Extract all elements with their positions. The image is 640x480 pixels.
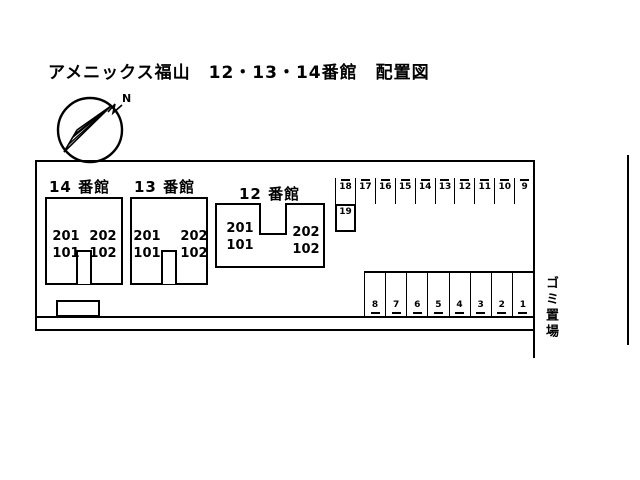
stall-tick — [455, 312, 465, 314]
parking-space: 13 — [434, 178, 455, 204]
road-line-lower — [35, 329, 535, 331]
room-number-lower: 102 — [180, 246, 208, 261]
north-arrow — [63, 105, 112, 153]
parking-space: 15 — [394, 178, 415, 204]
parking-space-number: 8 — [371, 300, 379, 310]
compass-drawing: N — [56, 92, 131, 164]
parking-space: 6 — [406, 273, 427, 317]
parking-space-number: 14 — [418, 182, 432, 192]
room-number-lower: 102 — [89, 246, 117, 261]
parking-space: 8 — [364, 273, 385, 317]
stall-tick — [480, 179, 490, 181]
stall-tick — [360, 179, 370, 181]
room-number-upper: 201 — [52, 229, 80, 244]
parking-space: 11 — [474, 178, 494, 204]
parking-space: 17 — [354, 178, 375, 204]
road-line-upper — [35, 316, 535, 318]
parking-space: 18 — [335, 178, 355, 204]
boundary-left — [35, 160, 37, 331]
stall-tick — [412, 312, 422, 314]
stall-tick — [440, 179, 450, 181]
north-pointer — [107, 103, 123, 116]
room-number-upper: 201 — [226, 221, 254, 236]
building-14-stairwell — [76, 250, 92, 284]
stall-tick — [380, 179, 390, 181]
room-number-lower: 101 — [226, 238, 254, 253]
building-14-unit-1: 201 101 — [49, 228, 83, 262]
stall-tick — [433, 312, 443, 314]
stall-tick — [400, 179, 410, 181]
page-title: アメニックス福山 12・13・14番館 配置図 — [48, 63, 430, 83]
building-12-label: 12 番館 — [239, 185, 301, 203]
parking-space-number: 5 — [435, 300, 442, 310]
parking-space-number: 6 — [414, 300, 421, 310]
parking-space: 16 — [374, 178, 395, 204]
road-right-edge — [627, 155, 629, 345]
stall-tick — [518, 312, 528, 314]
building-12-stairwell — [259, 203, 287, 235]
parking-space-number: 11 — [478, 182, 492, 192]
parking-space-number: 7 — [393, 300, 400, 310]
stall-tick — [520, 179, 530, 181]
room-number-upper: 201 — [133, 229, 161, 244]
stall-tick — [500, 179, 510, 181]
room-number-lower: 102 — [292, 242, 320, 257]
parking-row-bottom: 8 7 6 5 4 3 2 1 — [364, 271, 534, 317]
parking-space-number: 13 — [438, 182, 452, 192]
parking-space-number: 12 — [458, 182, 472, 192]
stall-tick — [476, 312, 486, 314]
parking-space-number: 2 — [498, 300, 505, 310]
boundary-top — [35, 160, 535, 162]
parking-space: 7 — [385, 273, 406, 317]
parking-space: 4 — [448, 273, 470, 317]
parking-row-top: 18 17 16 15 14 13 12 11 10 9 — [335, 178, 535, 204]
room-number-lower: 101 — [52, 246, 80, 261]
parking-space-number: 3 — [477, 300, 484, 310]
stall-tick — [340, 179, 350, 181]
room-number-lower: 101 — [133, 246, 161, 261]
garbage-area-label: ゴミ置場 — [543, 276, 558, 340]
building-13-unit-2: 202 102 — [177, 228, 211, 262]
parking-space-number: 18 — [339, 182, 352, 192]
parking-space-number: 9 — [521, 182, 528, 192]
compass-circle — [56, 96, 124, 164]
north-label: N — [122, 92, 131, 105]
stall-tick — [460, 179, 470, 181]
building-13-stairwell — [161, 250, 177, 284]
stall-tick — [391, 312, 401, 314]
parking-space-number: 19 — [339, 207, 352, 217]
shed-outline — [56, 300, 100, 317]
stall-tick — [497, 312, 507, 314]
parking-space: 9 — [514, 178, 534, 204]
parking-space: 3 — [469, 273, 491, 317]
building-14-unit-2: 202 102 — [86, 228, 120, 262]
parking-space: 5 — [427, 273, 448, 317]
compass: N — [52, 88, 142, 170]
parking-space: 1 — [511, 273, 533, 317]
building-12-unit-1: 201 101 — [223, 220, 257, 254]
stall-tick — [420, 179, 430, 181]
parking-space: 12 — [454, 178, 474, 204]
parking-space-number: 4 — [456, 300, 463, 310]
building-14-label: 14 番館 — [49, 178, 111, 196]
parking-space-number: 17 — [359, 182, 372, 192]
parking-space-19: 19 — [335, 204, 356, 232]
north-arrow-hatch — [74, 105, 112, 135]
building-13-unit-1: 201 101 — [130, 228, 164, 262]
parking-space-number: 1 — [519, 300, 527, 310]
room-number-upper: 202 — [292, 225, 320, 240]
room-number-upper: 202 — [180, 229, 208, 244]
parking-space: 10 — [494, 178, 514, 204]
parking-space: 14 — [414, 178, 435, 204]
parking-space-number: 15 — [398, 182, 412, 192]
boundary-right — [533, 160, 535, 358]
parking-space: 2 — [490, 273, 512, 317]
building-12-unit-2: 202 102 — [289, 224, 323, 258]
stall-tick — [370, 312, 380, 314]
parking-space-number: 10 — [498, 182, 511, 192]
parking-space-number: 16 — [379, 182, 392, 192]
room-number-upper: 202 — [89, 229, 117, 244]
building-13-label: 13 番館 — [134, 178, 196, 196]
